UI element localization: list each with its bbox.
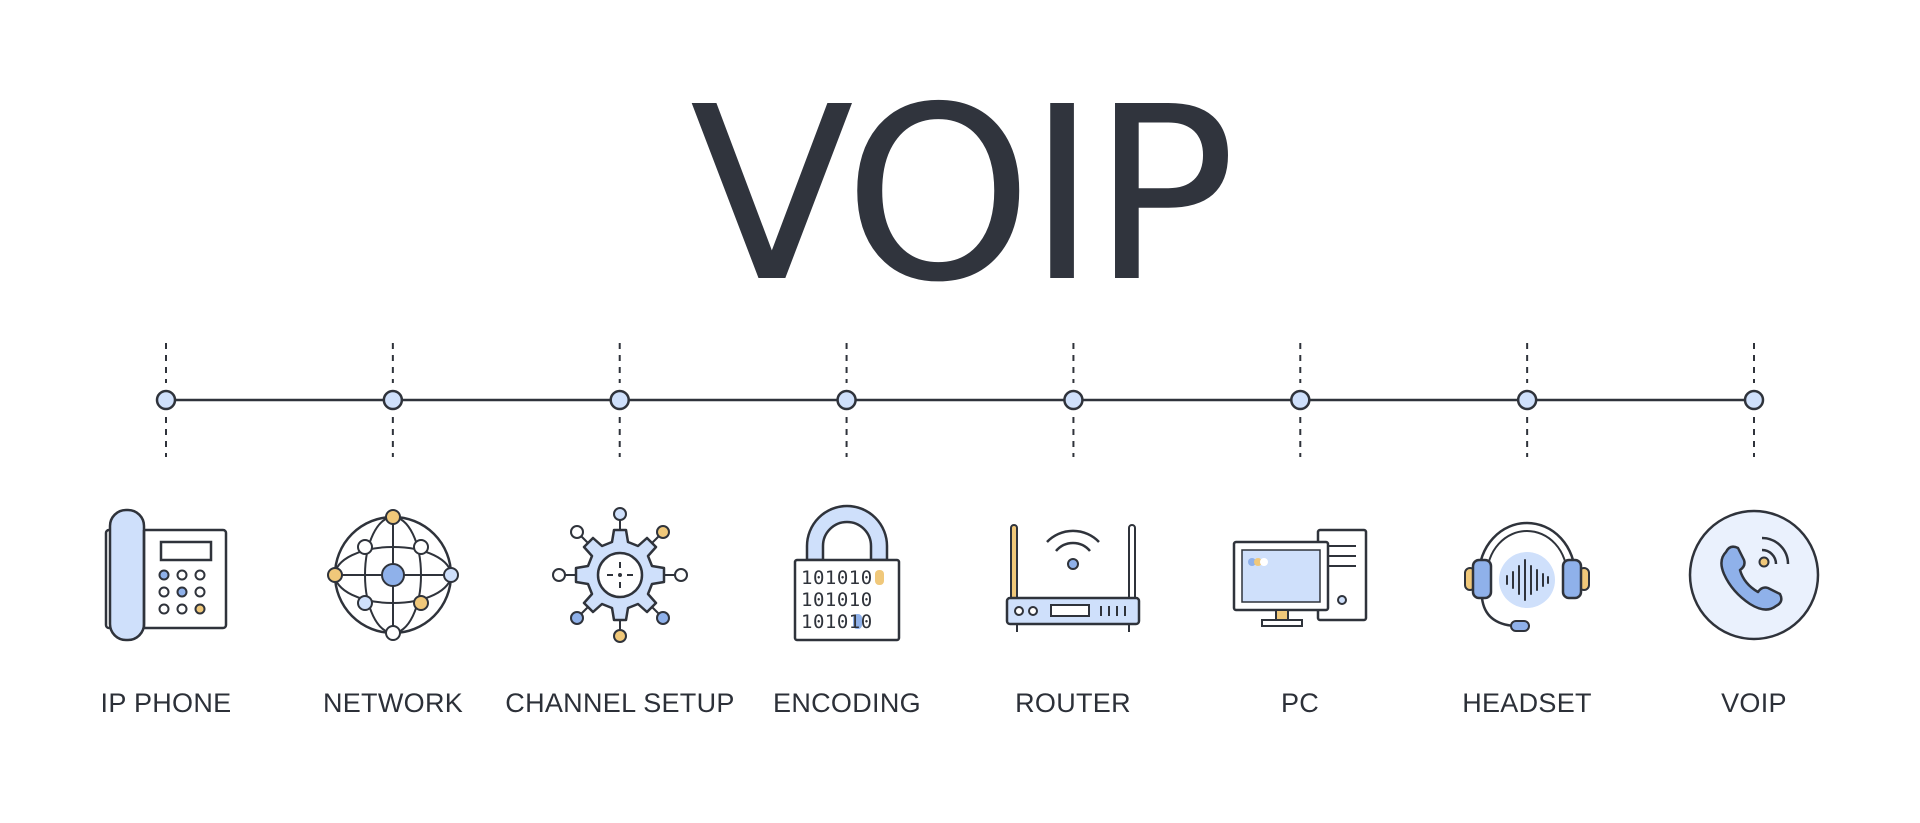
- timeline-node: [1743, 389, 1765, 411]
- item-label: VOIP: [1721, 688, 1787, 718]
- ip-phone-icon: [104, 508, 228, 642]
- item-label: ENCODING: [773, 688, 921, 718]
- timeline-node: [1063, 389, 1084, 411]
- channel-setup-icon: [552, 507, 688, 643]
- item-pc: PC: [1180, 500, 1420, 740]
- timeline-markers: [155, 343, 1765, 457]
- item-label: ROUTER: [1015, 688, 1131, 718]
- item-label: HEADSET: [1462, 688, 1592, 718]
- item-ip-phone: IP PHONE: [46, 500, 286, 740]
- item-router: ROUTER: [953, 500, 1193, 740]
- encoding-row: 101010: [801, 611, 873, 633]
- item-network: NETWORK: [273, 500, 513, 740]
- timeline-node: [382, 389, 404, 411]
- timeline-node: [1290, 389, 1311, 411]
- item-label: PC: [1280, 688, 1320, 718]
- timeline-node: [155, 389, 177, 411]
- router-icon: [1005, 524, 1141, 632]
- timeline-node: [836, 389, 857, 411]
- voip-call-icon: [1688, 509, 1820, 641]
- item-headset: HEADSET: [1407, 500, 1647, 740]
- encoding-lock-icon: 101010 101010 101010: [793, 504, 901, 642]
- item-label: NETWORK: [322, 688, 464, 718]
- encoding-row: 101010: [801, 567, 873, 589]
- page-title: VOIP: [689, 55, 1236, 335]
- item-channel-setup: CHANNEL SETUP: [500, 500, 740, 740]
- headset-icon: [1464, 521, 1590, 632]
- network-icon: [327, 509, 459, 641]
- encoding-row: 101010: [801, 589, 873, 611]
- item-encoding: 101010 101010 101010 ENCODING: [727, 500, 967, 740]
- item-voip: VOIP: [1634, 500, 1874, 740]
- pc-icon: [1232, 528, 1368, 627]
- item-label: CHANNEL SETUP: [505, 688, 735, 718]
- item-label: IP PHONE: [100, 688, 232, 718]
- timeline-node: [609, 389, 630, 411]
- timeline-node: [1516, 389, 1538, 411]
